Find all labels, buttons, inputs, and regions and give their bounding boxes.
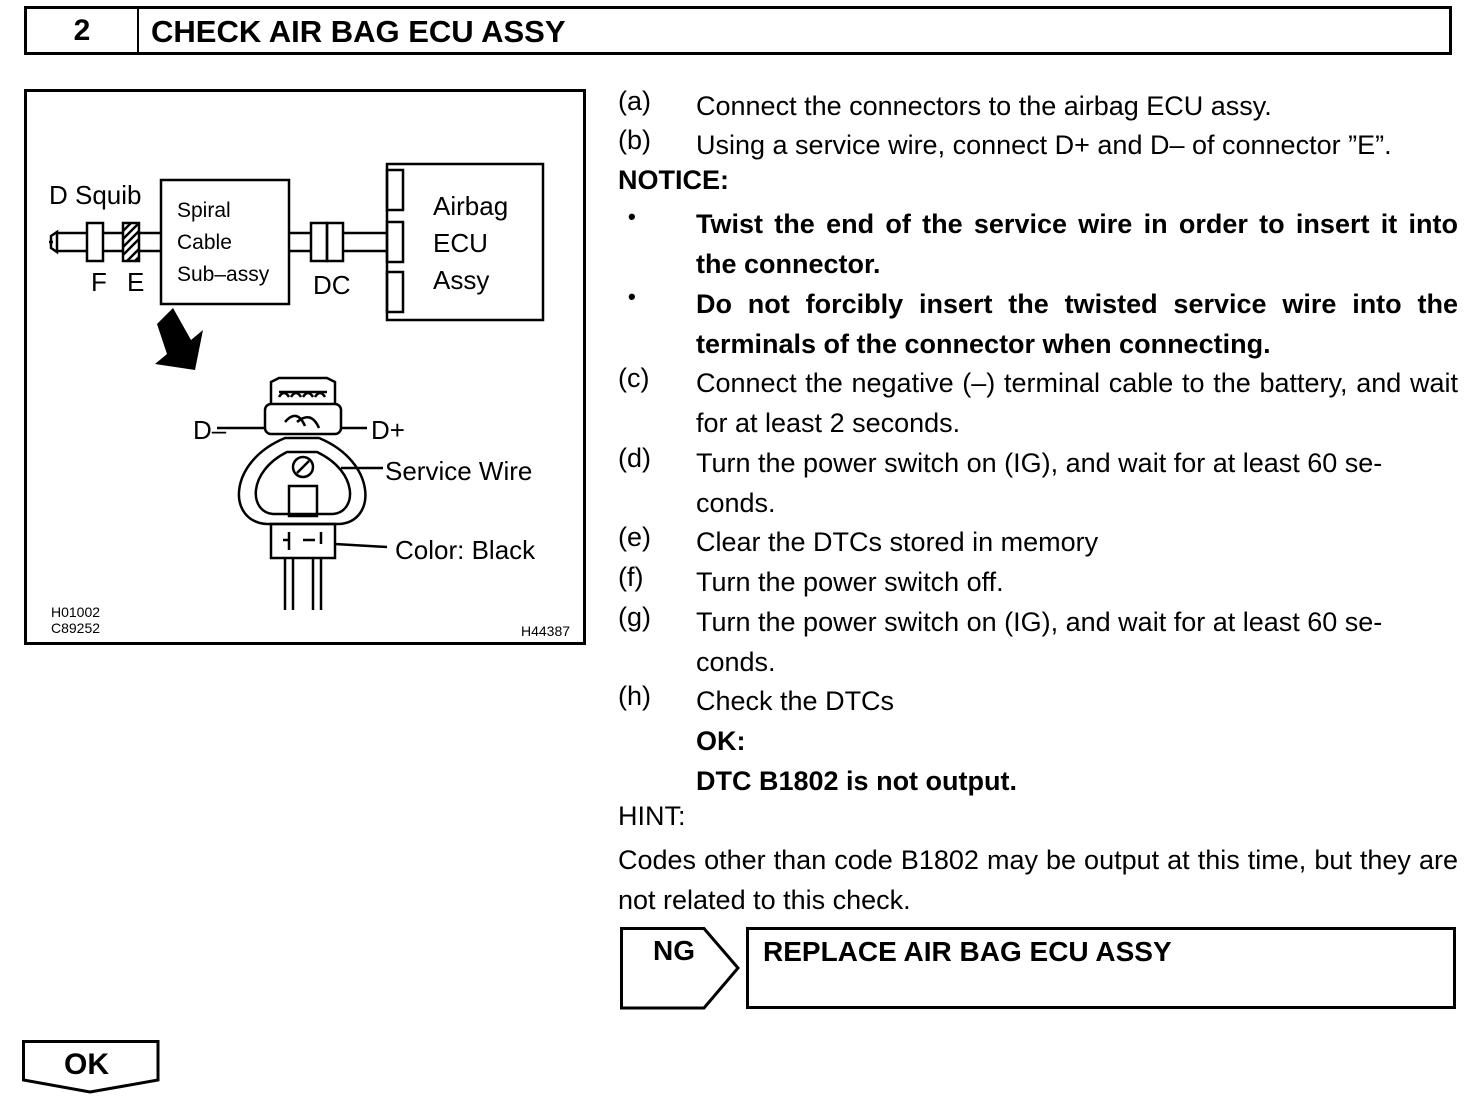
color-black-label: Color: Black [395,535,536,565]
step-f-label: (f) [618,562,644,592]
ok-result-tag: OK [22,1040,162,1101]
connector-e-label: E [127,267,145,297]
ng-label: NG [653,935,695,966]
figure-id-1: H01002 [51,604,101,620]
bullet-icon: • [628,204,636,229]
connector-dc-label: DC [313,270,351,300]
airbag-label-2: ECU [433,228,488,258]
step-g-label: (g) [618,602,651,632]
step-number: 2 [27,9,139,52]
step-h-text: Check the DTCs [696,686,895,716]
bullet-icon: • [628,284,636,309]
ok-detail: DTC B1802 is not output. [696,766,1018,796]
hint-label: HINT: [618,801,686,831]
ng-action-text: REPLACE AIR BAG ECU ASSY [763,936,1172,967]
ng-action-box: REPLACE AIR BAG ECU ASSY [746,927,1456,1009]
figure-id-3: H44387 [521,623,571,639]
step-g-text-1: Turn the power switch on (IG), and wait … [696,607,1383,637]
spiral-label-2: Cable [177,231,232,254]
step-b-text: Using a service wire, connect D+ and D– … [696,130,1392,160]
arrow-icon [155,308,203,370]
connector-f-label: F [91,267,107,297]
d-squib-label: D Squib [49,180,142,210]
step-header: 2 CHECK AIR BAG ECU ASSY [24,6,1452,55]
step-c-label: (c) [618,363,650,393]
spiral-label-3: Sub–assy [177,263,270,286]
step-title: CHECK AIR BAG ECU ASSY [151,14,566,49]
step-g-text-2: conds. [696,647,776,677]
hint-text: Codes other than code B1802 may be outpu… [618,845,1458,915]
ng-arrow-shape [620,927,740,1010]
step-d-text-2: conds. [696,488,776,518]
step-h-label: (h) [618,681,651,711]
step-c-text: Connect the negative (–) terminal cable … [696,368,1458,438]
airbag-label-3: Assy [433,265,490,295]
step-f-text: Turn the power switch off. [696,567,1004,597]
spiral-cable-box [159,178,291,306]
diagram-drawing [49,162,545,610]
ng-result-tag: NG [620,927,742,1016]
wiring-diagram: D Squib Spiral Cable Sub–assy Airbag ECU… [24,89,586,645]
step-a-label: (a) [618,86,651,116]
notice-label: NOTICE: [618,165,729,195]
step-e-label: (e) [618,522,651,552]
connector-f-shape [85,221,105,263]
step-d-text-1: Turn the power switch on (IG), and wait … [696,448,1383,478]
step-b-label: (b) [618,125,651,155]
figure-id-2: C89252 [51,620,101,636]
notice-item-1-text: Twist the end of the service wire in ord… [696,209,1458,279]
spiral-label-1: Spiral [177,199,231,222]
step-e-text: Clear the DTCs stored in memory [696,527,1099,557]
service-wire-loop [237,436,367,526]
step-a-text: Connect the connectors to the airbag ECU… [696,91,1272,121]
ok-arrow-shape [22,1040,160,1094]
service-wire-label: Service Wire [385,456,533,486]
ok-heading: OK: [696,726,746,756]
ok-label: OK [64,1048,109,1081]
airbag-label-1: Airbag [433,191,509,221]
d-minus-label: D– [193,415,227,445]
step-d-label: (d) [618,443,651,473]
d-plus-label: D+ [371,415,405,445]
notice-item-2-text: Do not forcibly insert the twisted servi… [696,289,1458,359]
